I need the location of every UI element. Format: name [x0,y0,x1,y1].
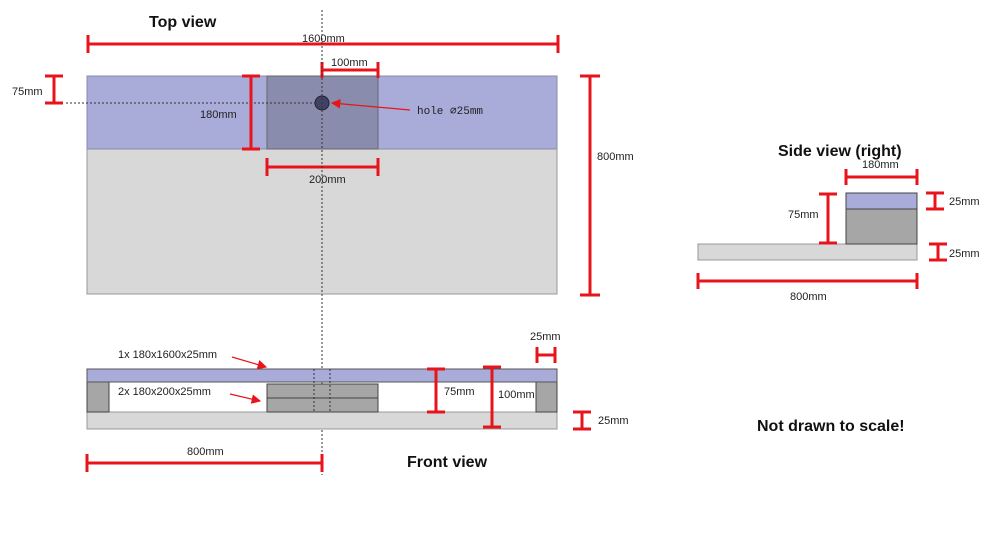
scale-note: Not drawn to scale! [757,418,905,435]
dim-180-side: 180mm [844,159,919,185]
dim-180-label: 180mm [200,109,237,121]
dim-800-right-label: 800mm [597,151,634,163]
dim-100-front: 100mm [483,365,535,429]
blocks-callout: 2x 180x200x25mm [118,386,262,404]
dim-180: 180mm [200,74,260,151]
front-view-title: Front view [407,454,488,471]
blocks-label: 2x 180x200x25mm [118,386,211,398]
top-view-title: Top view [149,14,217,31]
right-support [535,381,558,413]
dim-200-label: 200mm [309,174,346,186]
dim-1600-label: 1600mm [302,33,345,45]
dim-75-front: 75mm [427,367,475,414]
dim-180-side-label: 180mm [862,159,899,171]
dim-25-plank: 25mm [530,331,561,363]
dim-800-side-label: 800mm [790,291,827,303]
plank-side [845,192,918,210]
support-side [845,208,918,245]
hole-callout: hole ⌀25mm [330,98,483,118]
left-support [86,381,110,413]
dim-1600: 1600mm [86,33,560,53]
dim-800-right: 800mm [580,74,634,297]
top-view: Top view 1600mm 100mm 75mm [12,14,634,297]
dim-25-base-side: 25mm [929,242,980,262]
plank-callout: 1x 180x1600x25mm [118,349,268,370]
dim-75-side: 75mm [788,192,837,245]
dim-100-front-label: 100mm [498,389,535,401]
dim-25-base-front-label: 25mm [598,415,629,427]
dim-100-label: 100mm [331,57,368,69]
plank-front [86,368,558,383]
hole-label: hole ⌀25mm [417,106,483,118]
base-board-side [697,243,918,261]
block-upper-front [266,383,379,399]
dim-75-front-label: 75mm [444,386,475,398]
dim-75-left: 75mm [12,74,316,105]
dim-100: 100mm [320,57,380,78]
dim-75-left-label: 75mm [12,86,43,98]
dim-75-side-label: 75mm [788,209,819,221]
side-view-title: Side view (right) [778,143,902,160]
dim-25-top-side-label: 25mm [949,196,980,208]
dim-25-base-side-label: 25mm [949,248,980,260]
dim-800-front: 800mm [85,446,324,472]
side-view: Side view (right) 180mm 75mm 25mm [696,143,980,435]
block-lower-front [266,397,379,413]
dim-25-plank-label: 25mm [530,331,561,343]
plank-label: 1x 180x1600x25mm [118,349,217,361]
dim-800-front-label: 800mm [187,446,224,458]
dim-25-base-front: 25mm [573,410,629,431]
front-view: 1x 180x1600x25mm 2x 180x200x25mm 25mm 75… [85,331,629,472]
dim-800-side: 800mm [696,273,919,303]
dim-25-top-side: 25mm [926,191,980,211]
